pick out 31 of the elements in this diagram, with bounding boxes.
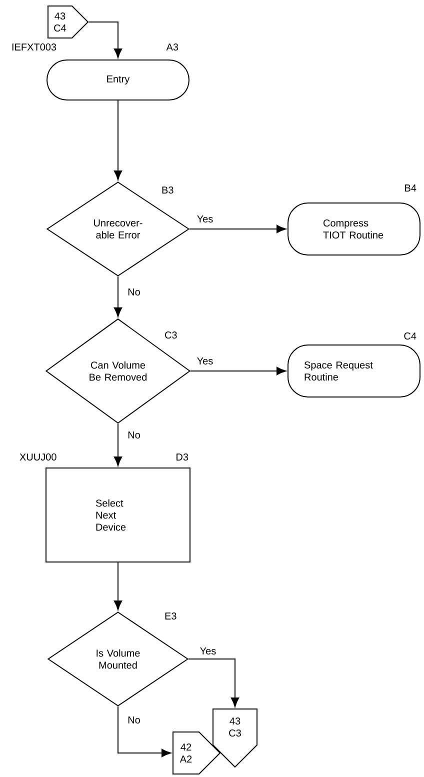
edge-label: No: [126, 430, 142, 440]
node-tag: E3: [165, 612, 176, 620]
node-tag: A3: [166, 43, 178, 51]
arrow: [114, 100, 122, 180]
edge-label: No: [126, 716, 142, 724]
node-tag: C4: [404, 332, 416, 340]
node-tag: D3: [176, 453, 188, 461]
edge-label: No: [126, 288, 142, 296]
terminal-box: Space Request Routine: [288, 344, 420, 398]
process-box: Select Next Device: [46, 468, 190, 562]
arrow: [114, 276, 122, 317]
arrow: [88, 22, 122, 58]
arrow: [190, 366, 286, 376]
node-tag: XUUJ00: [20, 453, 56, 461]
node-tag: B3: [162, 186, 174, 194]
terminal-box: Entry: [46, 60, 190, 100]
off-page-connector: 43 C4: [48, 6, 89, 38]
node-tag: C3: [165, 331, 177, 339]
off-page-connector: 43 C3: [212, 708, 258, 768]
node-tag: B4: [405, 184, 416, 192]
edge-label: Yes: [196, 214, 214, 224]
arrow: [114, 423, 122, 466]
terminal-box: Compress TIOT Routine: [288, 202, 420, 256]
off-page-connector: 42 A2: [172, 732, 221, 774]
edge-label: Yes: [196, 356, 214, 366]
arrow: [189, 224, 286, 234]
edge-label: Yes: [198, 646, 218, 656]
arrow: [114, 562, 122, 610]
arrow: [188, 658, 240, 708]
node-tag: IEFXT003: [12, 43, 56, 51]
arrow: [118, 706, 172, 758]
